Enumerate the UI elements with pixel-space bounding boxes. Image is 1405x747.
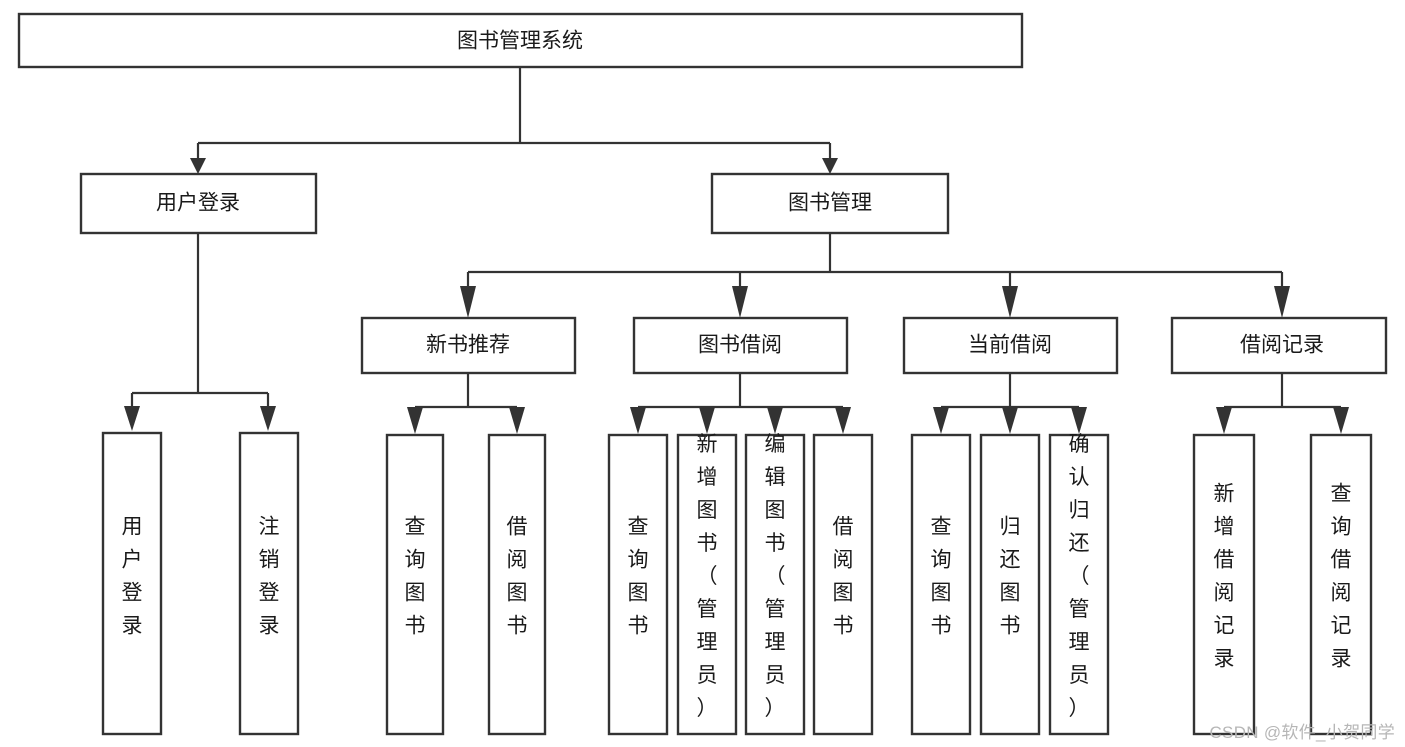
node-leaf-query-book-3-box[interactable] [910, 433, 972, 736]
node-leaf-query-book-3[interactable]: 查询图书 [910, 433, 972, 736]
node-leaf-query-record-box[interactable] [1309, 433, 1373, 736]
node-login-label: 用户登录 [156, 192, 240, 215]
node-leaf-borrow-book-1[interactable]: 借阅图书 [487, 433, 547, 736]
node-leaf-user-login-label: 用户登录 [122, 516, 143, 638]
arrow-head-leaf-borrow-book-2 [835, 407, 851, 434]
node-current-label: 当前借阅 [968, 334, 1052, 357]
arrow-head-leaf-query-book-2 [630, 407, 646, 434]
node-leaf-query-book-1-box[interactable] [385, 433, 445, 736]
node-leaf-add-book-box[interactable] [676, 433, 738, 736]
node-leaf-query-record[interactable]: 查询借阅记录 [1309, 433, 1373, 736]
node-leaf-logout-box[interactable] [238, 431, 300, 736]
node-current-box[interactable] [902, 316, 1119, 375]
node-leaf-confirm-return-box[interactable] [1048, 433, 1110, 736]
node-newbook[interactable]: 新书推荐 [360, 316, 577, 375]
arrow-head-bookmgmt [822, 158, 838, 174]
arrow-head-current [1002, 286, 1018, 318]
node-root[interactable]: 图书管理系统 [17, 12, 1024, 69]
arrow-head-leaf-add-record [1216, 407, 1232, 434]
node-leaf-return-book[interactable]: 归还图书 [979, 433, 1041, 736]
node-leaf-add-book[interactable]: 新增图书（管理员） [676, 433, 738, 736]
arrow-head-leaf-confirm-return [1071, 407, 1087, 434]
node-login[interactable]: 用户登录 [79, 172, 318, 235]
node-leaf-query-book-2[interactable]: 查询图书 [607, 433, 669, 736]
node-leaf-add-book-label: 新增图书（管理员） [697, 433, 718, 720]
node-records-box[interactable] [1170, 316, 1388, 375]
node-leaf-query-book-1-label: 查询图书 [405, 516, 426, 638]
arrow-head-leaf-query-record [1333, 407, 1349, 434]
arrow-head-newbook [460, 286, 476, 318]
node-borrow[interactable]: 图书借阅 [632, 316, 849, 375]
node-leaf-query-book-2-box[interactable] [607, 433, 669, 736]
node-leaf-edit-book-box[interactable] [744, 433, 806, 736]
node-records-label: 借阅记录 [1240, 334, 1324, 357]
node-leaf-edit-book-label: 编辑图书（管理员） [765, 433, 786, 720]
node-leaf-confirm-return-label: 确认归还（管理员） [1069, 433, 1090, 720]
node-leaf-borrow-book-1-label: 借阅图书 [507, 516, 528, 638]
node-leaf-user-login-box[interactable] [101, 431, 163, 736]
arrow-head-leaf-query-book-1 [407, 407, 423, 434]
arrow-head-leaf-add-book [699, 407, 715, 434]
node-leaf-user-login[interactable]: 用户登录 [101, 431, 163, 736]
node-login-box[interactable] [79, 172, 318, 235]
arrow-head-leaf-return-book [1002, 407, 1018, 434]
node-bookmgmt-label: 图书管理 [788, 192, 872, 215]
arrow-head-leaf-borrow-book-1 [509, 407, 525, 434]
node-leaf-logout-label: 注销登录 [259, 516, 280, 638]
node-leaf-borrow-book-2-label: 借阅图书 [833, 516, 854, 638]
node-leaf-confirm-return[interactable]: 确认归还（管理员） [1048, 433, 1110, 736]
node-bookmgmt-box[interactable] [710, 172, 950, 235]
node-root-label: 图书管理系统 [457, 30, 583, 53]
arrow-head-leaf-edit-book [767, 407, 783, 434]
node-root-box[interactable] [17, 12, 1024, 69]
node-leaf-borrow-book-2-box[interactable] [812, 433, 874, 736]
arrow-head-login [190, 158, 206, 174]
node-newbook-box[interactable] [360, 316, 577, 375]
arrow-head-records [1274, 286, 1290, 318]
node-leaf-add-record[interactable]: 新增借阅记录 [1192, 433, 1256, 736]
node-leaf-return-book-box[interactable] [979, 433, 1041, 736]
node-leaf-add-record-label: 新增借阅记录 [1214, 483, 1235, 671]
node-leaf-query-book-2-label: 查询图书 [628, 516, 649, 638]
node-borrow-box[interactable] [632, 316, 849, 375]
node-newbook-label: 新书推荐 [426, 334, 510, 357]
node-leaf-add-record-box[interactable] [1192, 433, 1256, 736]
arrow-head-borrow [732, 286, 748, 318]
connector-layer [124, 67, 1349, 434]
node-current[interactable]: 当前借阅 [902, 316, 1119, 375]
node-leaf-query-record-label: 查询借阅记录 [1331, 483, 1352, 671]
node-records[interactable]: 借阅记录 [1170, 316, 1388, 375]
node-leaf-edit-book[interactable]: 编辑图书（管理员） [744, 433, 806, 736]
node-leaf-query-book-3-label: 查询图书 [931, 516, 952, 638]
node-leaf-logout[interactable]: 注销登录 [238, 431, 300, 736]
node-bookmgmt[interactable]: 图书管理 [710, 172, 950, 235]
node-leaf-borrow-book-2[interactable]: 借阅图书 [812, 433, 874, 736]
node-borrow-label: 图书借阅 [698, 334, 782, 357]
arrow-head-leaf-logout [260, 406, 276, 431]
node-leaf-query-book-1[interactable]: 查询图书 [385, 433, 445, 736]
node-leaf-borrow-book-1-box[interactable] [487, 433, 547, 736]
arrow-head-leaf-user-login [124, 406, 140, 431]
node-leaf-return-book-label: 归还图书 [1000, 516, 1021, 638]
arrow-head-leaf-query-book-3 [933, 407, 949, 434]
